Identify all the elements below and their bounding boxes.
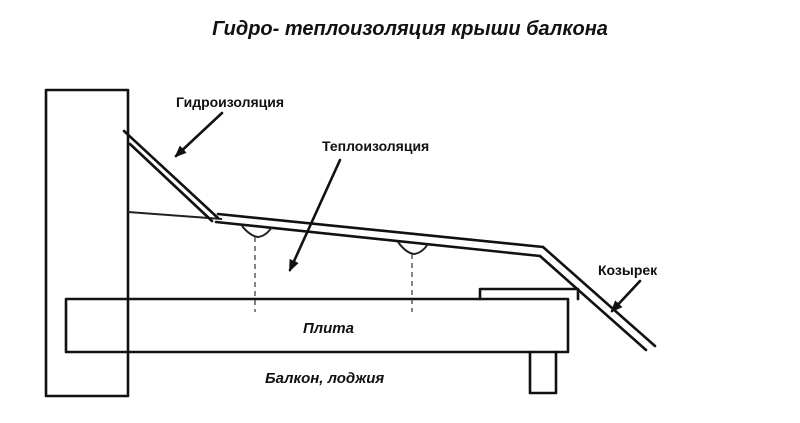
floor-slab <box>64 297 570 354</box>
arrow-insulation <box>288 158 342 272</box>
label-visor: Козырек <box>598 262 658 278</box>
waterproofing-upper-strip <box>122 129 220 223</box>
wall <box>44 88 130 398</box>
label-insulation: Теплоизоляция <box>322 138 429 154</box>
label-waterproofing: Гидроизоляция <box>176 94 284 110</box>
support-bracket-1 <box>241 225 273 239</box>
visor <box>538 245 657 352</box>
label-slab: Плита <box>303 320 354 337</box>
roof-insulation-layer <box>214 212 545 258</box>
support-column <box>528 350 558 395</box>
diagram-title: Гидро- теплоизоляция крыши балкона <box>212 18 608 40</box>
parapet-block <box>478 287 580 301</box>
support-bracket-2 <box>397 241 429 256</box>
label-balcony: Балкон, лоджия <box>265 370 384 387</box>
arrow-waterproofing <box>174 111 224 158</box>
arrow-visor <box>610 279 642 313</box>
insulation-underside-line <box>127 211 223 220</box>
